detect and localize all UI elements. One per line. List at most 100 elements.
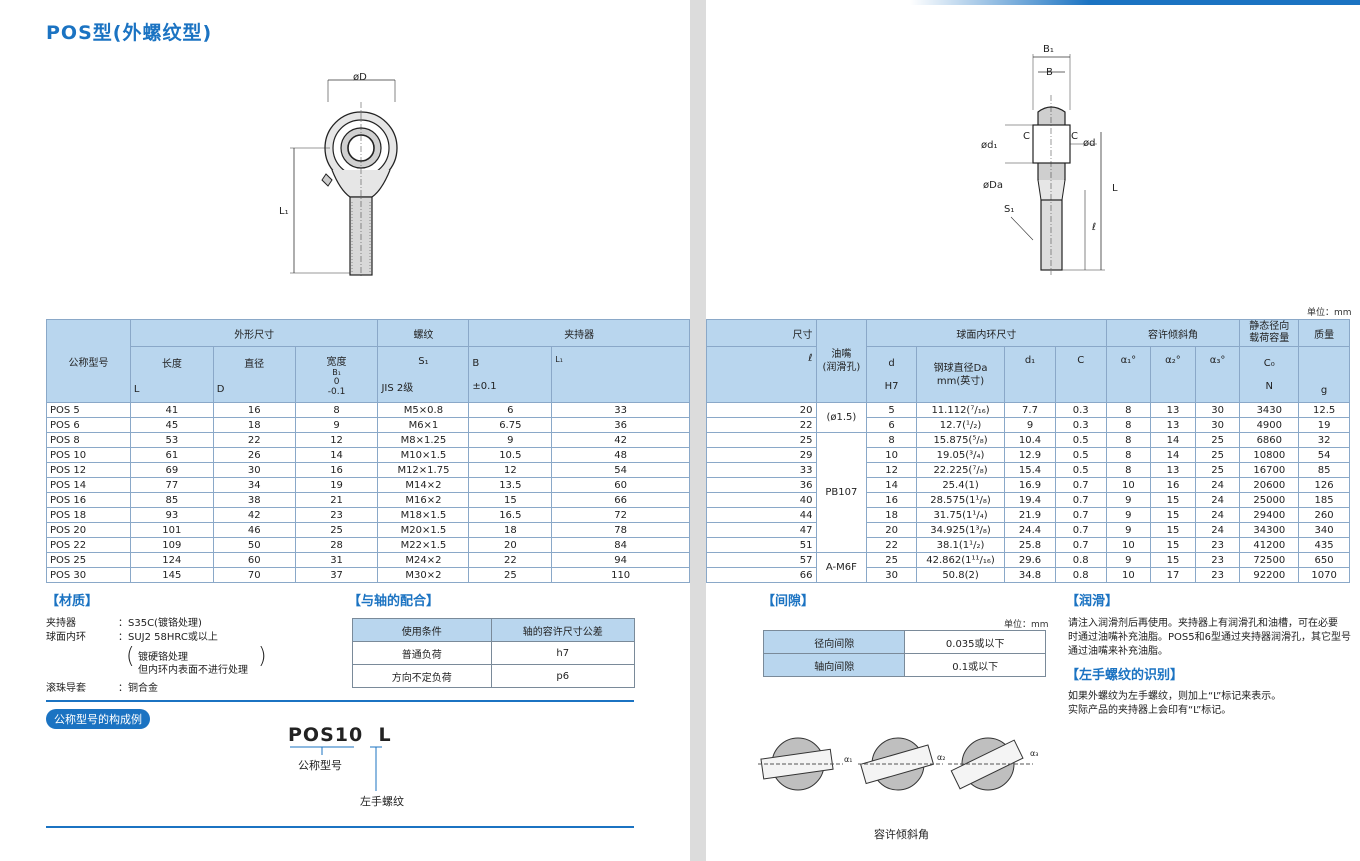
clearance-value: 0.1或以下 xyxy=(904,653,1046,677)
th-g: g xyxy=(1298,346,1350,403)
cell-b1: 8 xyxy=(294,402,379,418)
cell-c: 0.8 xyxy=(1054,552,1107,568)
cell-s1: M30×2 xyxy=(377,567,470,583)
cell-b1: 31 xyxy=(294,552,379,568)
cell-a1: 10 xyxy=(1105,567,1152,583)
left-thread-line1: 如果外螺纹为左手螺纹，则加上“L”标记来表示。 xyxy=(1068,691,1282,702)
th-thread: 螺纹 xyxy=(377,319,470,347)
cell-a1: 9 xyxy=(1105,552,1152,568)
material-heading: 【材质】 xyxy=(46,594,99,609)
bottom-rule xyxy=(46,826,634,828)
cell-l1: 66 xyxy=(551,492,690,508)
cell-b: 9 xyxy=(468,432,553,448)
cell-b: 20 xyxy=(468,537,553,553)
tilt-a1: α₁ xyxy=(844,755,853,764)
cell-s1: M20×1.5 xyxy=(377,522,470,538)
cell-a3: 30 xyxy=(1194,417,1241,433)
cell-b1: 23 xyxy=(294,507,379,523)
material-race-value: ：铜合金 xyxy=(118,683,158,694)
cell-d: 25 xyxy=(866,552,917,568)
fit-h2: 轴的容许尺寸公差 xyxy=(490,618,635,642)
cell-d: 18 xyxy=(866,507,917,523)
th-oil: 油嘴 (润滑孔) xyxy=(815,319,868,403)
cell-model: POS 25 xyxy=(46,552,131,568)
material-note1: 镀硬铬处理 xyxy=(138,652,188,663)
clearance-value: 0.035或以下 xyxy=(904,630,1046,654)
cell-l1: 84 xyxy=(551,537,690,553)
cell-c: 0.3 xyxy=(1054,417,1107,433)
cell-a2: 15 xyxy=(1150,522,1196,538)
cell-d: 34 xyxy=(212,477,296,493)
cell-s1: M18×1.5 xyxy=(377,507,470,523)
cell-l1: 42 xyxy=(551,432,690,448)
cell-c0: 3430 xyxy=(1239,402,1300,418)
cell-d: 18 xyxy=(212,417,296,433)
material-note2: 但内环内表面不进行处理 xyxy=(138,665,248,676)
page-title: POS型(外螺纹型) xyxy=(46,22,213,44)
cell-d1: 24.4 xyxy=(1004,522,1056,538)
cell-d1: 16.9 xyxy=(1004,477,1056,493)
cell-da: 38.1(1¹/₂) xyxy=(915,537,1006,553)
cell-a2: 13 xyxy=(1150,417,1196,433)
cell-b1: 14 xyxy=(294,447,379,463)
cell-a2: 16 xyxy=(1150,477,1196,493)
cell-ell: 36 xyxy=(706,477,817,493)
cell-d: 8 xyxy=(866,432,917,448)
cell-a3: 24 xyxy=(1194,477,1241,493)
rod-end-side-drawing xyxy=(290,79,398,277)
cell-da: 15.875(⁵/₈) xyxy=(915,432,1006,448)
cell-model: POS 30 xyxy=(46,567,131,583)
cell-d: 16 xyxy=(866,492,917,508)
cell-l: 85 xyxy=(129,492,214,508)
cell-c0: 29400 xyxy=(1239,507,1300,523)
spec-table-right: 尺寸 油嘴 (润滑孔) 球面内环尺寸 容许倾斜角 静态径向 载荷容量 质量 ℓ … xyxy=(706,319,1350,583)
cell-d1: 34.8 xyxy=(1004,567,1056,583)
cell-a2: 14 xyxy=(1150,432,1196,448)
th-tilt: 容许倾斜角 xyxy=(1105,319,1241,347)
lubrication-heading: 【润滑】 xyxy=(1066,594,1119,609)
cell-s1: M16×2 xyxy=(377,492,470,508)
cell-g: 1070 xyxy=(1298,567,1350,583)
cell-a1: 9 xyxy=(1105,507,1152,523)
cell-d1: 10.4 xyxy=(1004,432,1056,448)
paren-close: ) xyxy=(258,644,267,669)
cell-d: 30 xyxy=(212,462,296,478)
th-ball: 钢球直径Da mm(英寸) xyxy=(915,346,1006,403)
cell-ell: 20 xyxy=(706,402,817,418)
th-a2: α₂° xyxy=(1150,346,1196,403)
cell-c: 0.8 xyxy=(1054,567,1107,583)
cell-b: 6.75 xyxy=(468,417,553,433)
cell-b1: 28 xyxy=(294,537,379,553)
lubrication-line1: 请注入润滑剂后再使用。夹持器上有润滑孔和油槽，可在必要 xyxy=(1068,618,1338,629)
tilt-a2: α₂ xyxy=(937,753,946,762)
cell-ell: 22 xyxy=(706,417,817,433)
dim-d1-label: ød₁ xyxy=(981,140,998,151)
cell-ell: 51 xyxy=(706,537,817,553)
section-rule xyxy=(46,700,634,702)
tilt-caption: 容许倾斜角 xyxy=(874,828,929,841)
cell-da: 11.112(⁷/₁₆) xyxy=(915,402,1006,418)
cell-c: 0.7 xyxy=(1054,507,1107,523)
dim-b-label: B xyxy=(1046,67,1053,78)
cell-b1: 12 xyxy=(294,432,379,448)
cell-model: POS 5 xyxy=(46,402,131,418)
cell-a3: 24 xyxy=(1194,507,1241,523)
cell-d: 38 xyxy=(212,492,296,508)
fit-cell: 方向不定负荷 xyxy=(352,664,492,688)
cell-g: 650 xyxy=(1298,552,1350,568)
dim-da-label: øDa xyxy=(983,180,1003,191)
dim-d-label: ød xyxy=(1083,138,1096,149)
dim-ell-label: ℓ xyxy=(1092,222,1097,233)
cell-b: 25 xyxy=(468,567,553,583)
